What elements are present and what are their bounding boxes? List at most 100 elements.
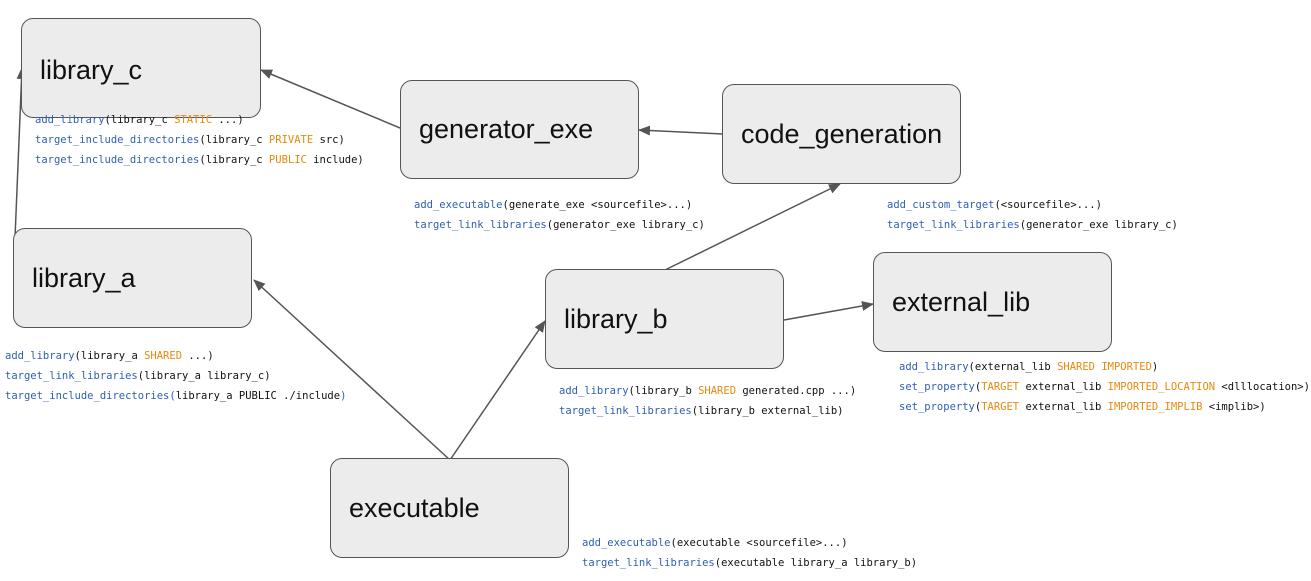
cmake-function: target_link_libraries — [582, 557, 715, 569]
cmake-argument: (generator_exe library_c) — [1019, 219, 1178, 231]
cmake-function: add_custom_target — [887, 199, 995, 211]
cmake-argument: (library_c — [104, 114, 175, 126]
note-line: target_link_libraries(library_b external… — [559, 401, 856, 421]
note-line: target_link_libraries(library_a library_… — [5, 366, 346, 386]
note-generator-exe: add_executable(generate_exe <sourcefile>… — [414, 195, 705, 235]
note-line: set_property(TARGET external_lib IMPORTE… — [899, 397, 1310, 417]
node-generator-exe-label: generator_exe — [419, 114, 594, 144]
cmake-keyword: TARGET — [981, 401, 1020, 413]
note-line: target_include_directories(library_c PRI… — [35, 130, 364, 150]
cmake-argument: (library_c — [199, 134, 269, 146]
cmake-keyword: PUBLIC — [268, 154, 307, 166]
cmake-function: ) — [340, 390, 347, 402]
cmake-function: set_property — [899, 401, 975, 413]
cmake-function: target_link_libraries — [414, 219, 547, 231]
node-external-lib-label: external_lib — [892, 286, 1031, 317]
cmake-function: add_executable — [414, 199, 503, 211]
note-library-b: add_library(library_b SHARED generated.c… — [559, 381, 856, 421]
note-library-a: add_library(library_a SHARED ...)target_… — [5, 346, 346, 406]
cmake-keyword: PRIVATE — [268, 134, 314, 146]
cmake-argument: (generator_exe library_c) — [546, 219, 705, 231]
node-executable: executable — [330, 458, 569, 558]
cmake-argument: (library_a library_c) — [137, 370, 271, 382]
cmake-argument: (library_b — [628, 385, 699, 397]
cmake-argument: generated.cpp ...) — [736, 385, 857, 397]
node-library-b: library_b — [545, 269, 784, 369]
node-library-c: library_c — [21, 18, 261, 118]
cmake-function: target_include_directories — [35, 134, 200, 146]
cmake-argument: include) — [306, 154, 364, 166]
node-library-b-label: library_b — [564, 303, 668, 334]
cmake-function: add_library — [5, 350, 75, 362]
cmake-argument: ( — [974, 381, 982, 393]
edge-library-b-to-external-lib — [783, 301, 874, 321]
edge-generator-exe-to-library-c — [260, 69, 401, 129]
edge-executable-to-library-b — [449, 320, 546, 461]
node-library-c-label: library_c — [40, 55, 143, 85]
note-code-generation: add_custom_target(<sourcefile>...)target… — [887, 195, 1178, 235]
cmake-function: target_include_directories — [35, 154, 200, 166]
node-external-lib: external_lib — [873, 252, 1112, 352]
note-line: add_executable(executable <sourcefile>..… — [582, 533, 917, 553]
cmake-argument: external_lib — [1019, 381, 1108, 393]
cmake-argument: (library_b external_lib) — [691, 405, 844, 417]
note-line: target_include_directories(library_a PUB… — [5, 386, 346, 406]
cmake-argument: <dlllocation>) — [1215, 381, 1310, 393]
cmake-keyword: IMPORTED_IMPLIB — [1107, 401, 1203, 413]
note-line: target_link_libraries(generator_exe libr… — [887, 215, 1178, 235]
cmake-argument: (executable library_a library_b) — [714, 557, 918, 569]
note-line: add_library(library_a SHARED ...) — [5, 346, 346, 366]
edge-code-generation-to-generator-exe — [638, 125, 724, 136]
node-executable-label: executable — [349, 492, 480, 523]
cmake-function: add_library — [35, 114, 105, 126]
cmake-argument: (<sourcefile>...) — [994, 199, 1102, 211]
node-code-generation-label: code_generation — [741, 118, 943, 149]
cmake-function: set_property — [899, 381, 975, 393]
cmake-keyword: SHARED — [144, 350, 183, 362]
cmake-argument: (executable <sourcefile>...) — [670, 537, 848, 549]
cmake-argument: src) — [313, 134, 345, 146]
cmake-function: add_library — [559, 385, 629, 397]
cmake-keyword: TARGET — [981, 381, 1020, 393]
cmake-argument: ( — [974, 401, 982, 413]
note-library-c: add_library(library_c STATIC ...)target_… — [35, 110, 364, 170]
note-line: add_custom_target(<sourcefile>...) — [887, 195, 1178, 215]
cmake-argument: ...) — [212, 114, 244, 126]
cmake-keyword: STATIC — [174, 114, 213, 126]
cmake-function: target_link_libraries — [887, 219, 1020, 231]
node-library-a: library_a — [13, 228, 252, 328]
note-line: add_library(external_lib SHARED IMPORTED… — [899, 357, 1310, 377]
cmake-argument: (external_lib — [968, 361, 1058, 373]
cmake-keyword: SHARED IMPORTED — [1057, 361, 1152, 373]
cmake-function: target_include_directories( — [5, 390, 176, 402]
cmake-argument: (generate_exe <sourcefile>...) — [502, 199, 693, 211]
note-line: add_library(library_c STATIC ...) — [35, 110, 364, 130]
cmake-function: target_link_libraries — [5, 370, 138, 382]
note-line: add_library(library_b SHARED generated.c… — [559, 381, 856, 401]
cmake-argument: external_lib — [1019, 401, 1108, 413]
note-line: add_executable(generate_exe <sourcefile>… — [414, 195, 705, 215]
cmake-function: target_link_libraries — [559, 405, 692, 417]
note-line: target_include_directories(library_c PUB… — [35, 150, 364, 170]
note-line: set_property(TARGET external_lib IMPORTE… — [899, 377, 1310, 397]
cmake-keyword: SHARED — [698, 385, 737, 397]
edge-executable-to-library-a — [253, 279, 451, 461]
edge-library-a-to-library-c — [14, 67, 27, 239]
cmake-argument: ) — [1151, 361, 1159, 373]
note-executable: add_executable(executable <sourcefile>..… — [582, 533, 917, 573]
edge-library-b-to-code-generation — [664, 183, 841, 271]
cmake-function: add_executable — [582, 537, 671, 549]
note-line: target_link_libraries(executable library… — [582, 553, 917, 573]
node-library-a-label: library_a — [32, 262, 136, 293]
cmake-argument: (library_c — [199, 154, 269, 166]
cmake-argument: (library_a — [74, 350, 145, 362]
cmake-argument: ...) — [182, 350, 214, 362]
cmake-argument: library_a PUBLIC ./include — [175, 390, 341, 402]
cmake-keyword: IMPORTED_LOCATION — [1107, 381, 1216, 393]
cmake-function: add_library — [899, 361, 969, 373]
node-code-generation: code_generation — [722, 84, 961, 184]
node-generator-exe: generator_exe — [400, 80, 639, 179]
cmake-argument: <implib>) — [1202, 401, 1266, 413]
note-line: target_link_libraries(generator_exe libr… — [414, 215, 705, 235]
